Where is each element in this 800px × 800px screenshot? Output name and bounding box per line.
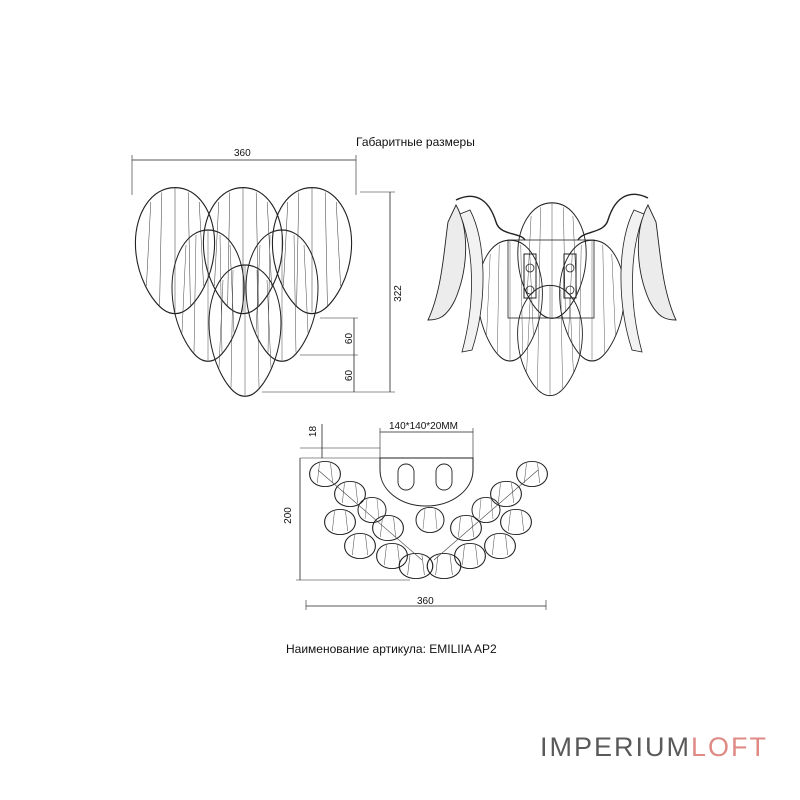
front-petals [134,186,353,397]
front-view [131,155,395,397]
front-step-upper-label: 60 [344,332,356,345]
brand-logo: IMPERIUMLOFT [540,732,768,763]
article-name: Наименование артикула: EMILIIA AP2 [286,642,497,656]
mount-base [379,457,474,507]
bulb-holders [523,253,577,299]
front-height-label: 322 [392,285,404,302]
top-petals [309,460,548,580]
brand-logo-part-b: LOFT [691,732,769,762]
front-step-lower-label: 60 [344,369,356,382]
drawing-title: Габаритные размеры [356,135,475,149]
top-width-label: 360 [417,596,434,607]
depth-offset-label: 18 [308,425,320,438]
front-width-label: 360 [234,148,251,159]
depth-label: 200 [282,507,294,524]
top-view [296,424,548,610]
brand-logo-part-a: IMPERIUM [540,732,691,762]
side-view [427,193,677,397]
mount-size-label: 140*140*20MM [389,421,458,432]
